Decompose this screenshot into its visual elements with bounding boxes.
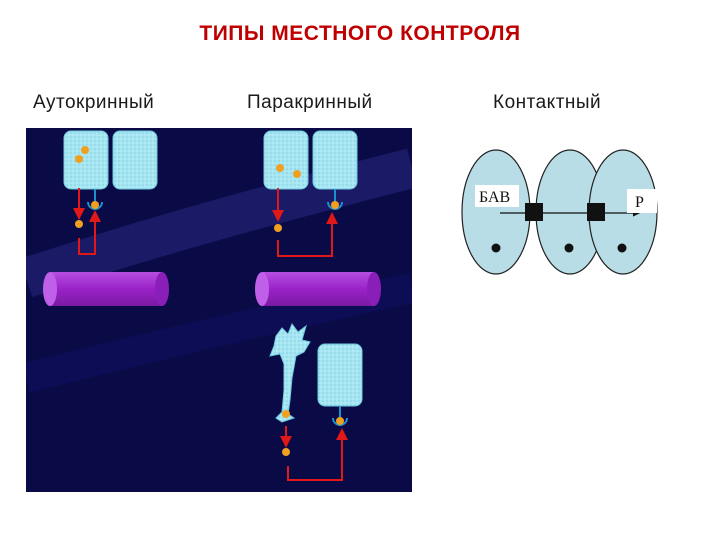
neurocrine-scheme (269, 322, 363, 481)
autocrine-cell-source (63, 130, 109, 190)
label-autocrine: Аутокринный (33, 92, 155, 113)
blood-vessel-left (43, 272, 169, 306)
autocrine-cell-neighbor (112, 130, 158, 190)
paracrine-scheme (263, 130, 358, 257)
slide-title: ТИПЫ МЕСТНОГО КОНТРОЛЯ (199, 22, 521, 45)
return-arrow (78, 210, 101, 255)
neurocrine-cell-target (317, 343, 363, 407)
p-label-box (627, 189, 657, 213)
bav-label: БАВ (479, 189, 510, 206)
nucleus-right (617, 243, 627, 253)
bav-label-box (475, 185, 519, 207)
secreted-signal-dot (274, 224, 282, 232)
autocrine-scheme (63, 130, 158, 255)
transfer-arrow (277, 212, 338, 257)
signal-dot (81, 146, 89, 154)
receptor-signal-dot (336, 417, 344, 425)
signaling-panel (26, 128, 412, 492)
nucleus-left (491, 243, 501, 253)
paracrine-cell-target (312, 130, 358, 190)
signal-dot (276, 164, 284, 172)
junction-right (587, 203, 605, 221)
secreted-signal-dot (282, 448, 290, 456)
neuron-cell (269, 322, 311, 423)
signal-dot (293, 170, 301, 178)
paracrine-cell-source (263, 130, 309, 190)
receptor-signal-dot (91, 201, 99, 209)
transfer-arrow (287, 428, 348, 481)
label-paracrine: Паракринный (247, 92, 373, 113)
secreted-signal-dot (75, 220, 83, 228)
p-label: Р (635, 194, 644, 211)
junction-left (525, 203, 543, 221)
receptor-signal-dot (331, 201, 339, 209)
nucleus-middle (564, 243, 574, 253)
blood-vessel-right (255, 272, 381, 306)
label-contact: Контактный (493, 92, 602, 113)
contact-cell-left (461, 149, 531, 275)
signal-dot (282, 410, 290, 418)
signal-dot (75, 155, 83, 163)
contact-diagram: БАВ Р (461, 149, 658, 275)
